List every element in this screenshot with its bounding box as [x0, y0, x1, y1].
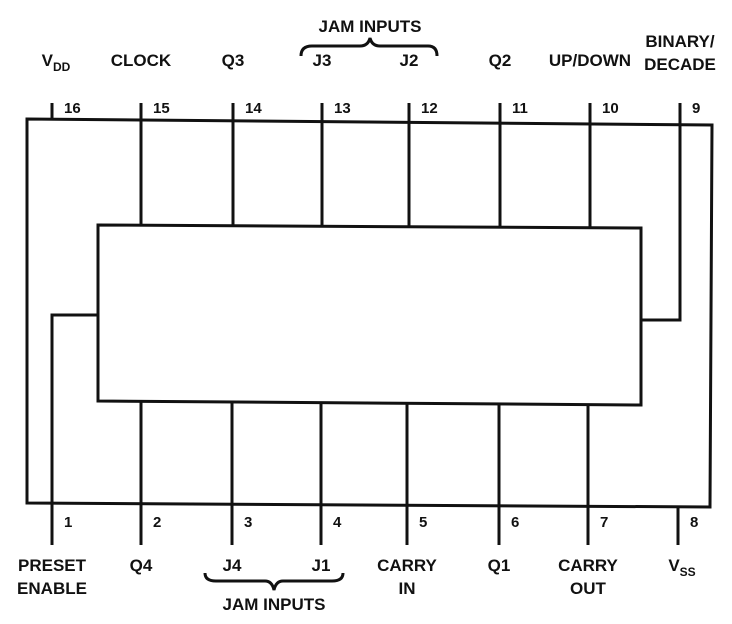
pin-number: 7 [600, 514, 608, 531]
pin-label: UP/DOWN [549, 51, 631, 70]
pin-label: Q2 [489, 51, 512, 70]
pin-label-text: UP/DOWN [549, 51, 631, 70]
pin-label-text: BINARY/ [645, 32, 715, 51]
pin-label: Q1 [488, 556, 511, 575]
pin-number: 16 [64, 100, 81, 117]
pin-label-text: PRESET [18, 556, 87, 575]
pin-label-text: Q3 [222, 51, 245, 70]
pin-label: Q4 [130, 556, 153, 575]
pin-15: 15 CLOCK [111, 51, 172, 226]
pin-label-text: Q2 [489, 51, 512, 70]
pin-label: CARRY [558, 556, 618, 575]
pin-label-text: CARRY [377, 556, 437, 575]
pin-2: 2Q4 [130, 401, 161, 575]
pin-label-text: J1 [312, 556, 331, 575]
chip-body [96, 223, 643, 407]
pin-label: J4 [223, 556, 242, 575]
pin-13: 13 J3 [313, 51, 351, 227]
pin-label: CARRY [377, 556, 437, 575]
pin-label: BINARY/ [645, 32, 715, 51]
pin-number: 10 [602, 100, 619, 117]
pin-number: 14 [245, 100, 262, 117]
pin-4: 4J1 [312, 403, 342, 575]
pin-label: VSS [668, 556, 695, 579]
package-outline [25, 117, 714, 509]
pin-16: 16 VDD [42, 51, 81, 120]
pin-number: 5 [419, 514, 427, 531]
pin-number: 6 [511, 514, 519, 531]
top-jam-brace [299, 37, 439, 57]
pin-label-text: CLOCK [111, 51, 172, 70]
pin-label-text: J4 [223, 556, 242, 575]
pin-1-lead [50, 313, 98, 545]
pin-11: 11 Q2 [489, 51, 528, 227]
pin-label-text: J3 [313, 51, 332, 70]
pin-number: 8 [690, 514, 698, 531]
pin-label-text: V [42, 51, 54, 70]
pin-14: 14 Q3 [222, 51, 262, 226]
pin-label-line2: IN [399, 579, 416, 598]
pin-label: J1 [312, 556, 331, 575]
pin-number: 4 [333, 514, 342, 531]
pin-number: 15 [153, 100, 170, 117]
pin-number: 9 [692, 100, 700, 117]
pin-label: J3 [313, 51, 332, 70]
pin-label: PRESET [18, 556, 87, 575]
pin-number: 3 [244, 514, 252, 531]
pin-label-line2: ENABLE [17, 579, 87, 598]
pin-label-text: CARRY [558, 556, 618, 575]
pin-number: 11 [512, 100, 528, 117]
pin-label-line2: OUT [570, 579, 607, 598]
pin-6: 6Q1 [488, 404, 519, 575]
pin-number: 12 [421, 100, 438, 117]
pin-label-text: Q1 [488, 556, 511, 575]
pin-label-subscript: SS [680, 565, 696, 579]
pin-number: 1 [64, 514, 72, 531]
pin-label: CLOCK [111, 51, 172, 70]
pin-label: VDD [42, 51, 71, 74]
pin-number: 2 [153, 514, 161, 531]
pin-9: 9 BINARY/DECADE [644, 32, 716, 117]
pin-label-line2: DECADE [644, 55, 716, 74]
pin-label: Q3 [222, 51, 245, 70]
bottom-jam-inputs-label: JAM INPUTS [223, 595, 326, 614]
pin-9-lead [641, 103, 682, 322]
pin-3: 3J4 [223, 402, 252, 575]
top-jam-inputs-label: JAM INPUTS [319, 17, 422, 36]
pin-10: 10 UP/DOWN [549, 51, 631, 228]
pin-12: 12 J2 [400, 51, 438, 227]
bottom-jam-brace [203, 572, 345, 591]
pin-label: J2 [400, 51, 419, 70]
pin-label-text: Q4 [130, 556, 153, 575]
pin-label-text: V [668, 556, 680, 575]
pin-number: 13 [334, 100, 351, 117]
pin-label-subscript: DD [53, 60, 71, 74]
pin-label-text: J2 [400, 51, 419, 70]
